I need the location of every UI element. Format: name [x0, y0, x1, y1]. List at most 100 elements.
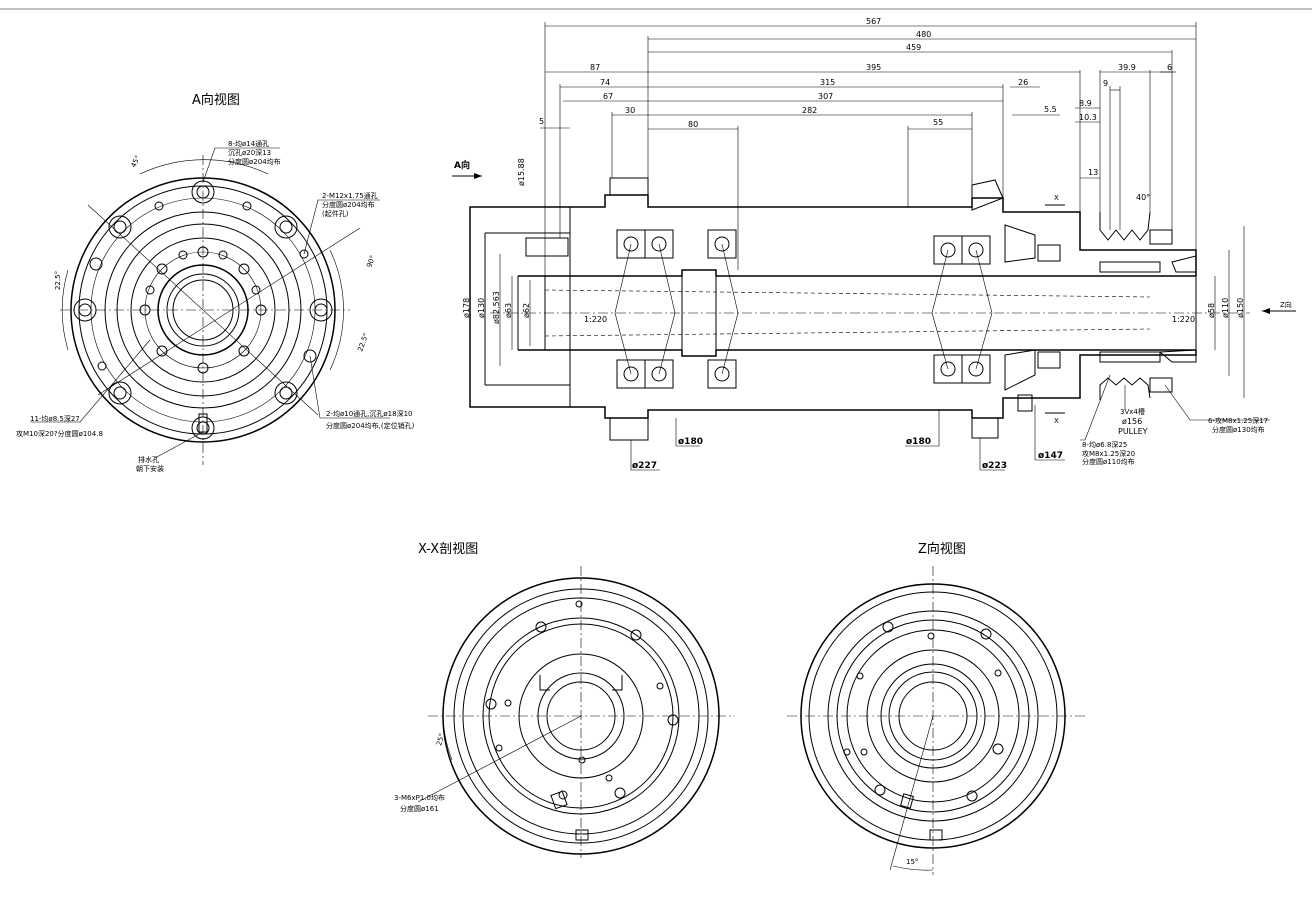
a-view-housing-ring: [104, 211, 302, 409]
note-8-holes-right-3: 分度圆ø110均布: [1082, 457, 1135, 466]
a-view-note-8-holes-1: 8-均ø14通孔: [228, 139, 269, 148]
z-ring-4: [836, 619, 1030, 813]
a-view-note-drain-2: 朝下安装: [136, 464, 164, 473]
rear-nut-bottom: [971, 417, 999, 439]
bottom-diameter-leaders: ø227 ø180 ø180 ø223 ø147: [630, 405, 1065, 471]
xx-key-1: [539, 675, 550, 691]
dia-62: ø62: [522, 303, 531, 318]
xx-bore-outer: [537, 672, 625, 760]
note-6-holes-1: 6-攻M8x1.25深17: [1208, 416, 1268, 425]
dim-395: 395: [866, 63, 881, 72]
a-view-diag-line-1: [87, 204, 319, 416]
a-view-leader-8-holes: [202, 147, 280, 183]
z-outer-ring: [800, 583, 1066, 849]
dia-110: ø110: [1221, 298, 1230, 318]
dim-39-9: 39.9: [1118, 63, 1136, 72]
dim-5-5: 5.5: [1044, 105, 1057, 114]
a-view-angle-90-label: 90°: [365, 254, 377, 268]
a-view-note-2-holes-1: 2-均ø10通孔,沉孔ø18深10: [326, 409, 413, 418]
a-view: A向视图: [16, 92, 415, 473]
dia-180-right: ø180: [906, 437, 931, 447]
rear-fitting-small: [1017, 394, 1033, 412]
z-ring-3: [827, 610, 1039, 822]
pulley-note-3: PULLEY: [1118, 427, 1148, 436]
a-view-note-8-holes-2: 沉孔ø20深13: [228, 148, 271, 157]
xx-angle-line: [417, 715, 582, 803]
flange-bolt: [525, 237, 569, 257]
taper-right: 1:220: [1172, 315, 1195, 324]
dim-6: 6: [1167, 63, 1172, 72]
a-view-angle-45-label: 45°: [130, 154, 143, 169]
a-view-note-tapped-3: (起件孔): [322, 209, 349, 218]
note-8-holes-right-2: 攻M8x1.25深20: [1082, 449, 1135, 458]
a-direction-label: A向: [454, 159, 470, 171]
a-view-note-11-holes-2: 攻M10深20?分度圆ø104.8: [16, 429, 103, 438]
xx-ring-2: [453, 588, 709, 844]
dim-10-3: 10.3: [1079, 113, 1097, 122]
rear-nut-top: [971, 179, 1004, 211]
top-dimension-values: 567 480 459 395 87 74 315 67 307 30 282 …: [517, 17, 1172, 202]
a-view-small-holes: [89, 201, 317, 371]
taper-bore-top: [544, 289, 1151, 298]
a-view-leader-tapped: [303, 199, 380, 255]
spindle-top-line: [518, 269, 1196, 277]
a-view-leader-drain: [154, 431, 204, 459]
a-direction-arrowhead: [474, 173, 482, 179]
a-view-nose-ring: [130, 237, 276, 383]
xx-section-view: X-X剖视图 25° 3-M6xP1.0均布 分度圆ø161: [394, 542, 735, 858]
z-bottom-notch: [929, 829, 943, 841]
leader-8-holes-right: [1080, 374, 1111, 441]
main-section-view: A向 Z向: [452, 17, 1296, 471]
xx-bore-inner: [546, 681, 616, 751]
dim-80: 80: [688, 120, 698, 129]
left-diameter-dims: ø178 ø130 ø82.563 ø63 ø62: [462, 207, 531, 407]
front-bolt-bottom: [609, 417, 649, 441]
note-6-holes-2: 分度圆ø130均布: [1212, 425, 1265, 434]
z-ring-5: [846, 629, 1020, 803]
xx-ring-5: [488, 623, 674, 809]
xx-ring-4: [482, 617, 680, 815]
z-tab: [900, 793, 914, 809]
dia-63: ø63: [504, 303, 513, 318]
a-view-leader-2-holes: [309, 355, 390, 419]
z-angle-line: [889, 715, 934, 871]
pulley: [1099, 211, 1197, 400]
section-x-label-top: X: [1054, 194, 1059, 202]
a-view-bolt-circle-inner: [144, 251, 262, 369]
a-view-flange-holes: [73, 180, 333, 440]
dia-227: ø227: [632, 461, 657, 471]
xx-ring-3: [462, 597, 700, 835]
xx-bottom-notch: [575, 829, 589, 841]
z-angle-arc: [892, 865, 934, 871]
rear-seal-top: [1004, 224, 1036, 263]
a-view-angle-arc-45: [139, 159, 269, 175]
xx-note-2: 分度圆ø161: [400, 804, 439, 813]
dim-315: 315: [820, 78, 835, 87]
a-view-angle-22-5-left-label: 22.5°: [54, 271, 62, 290]
rear-fitting-top: [1037, 244, 1061, 262]
a-view-spindle-bore: [166, 273, 240, 347]
dim-15-88: ø15.88: [517, 158, 526, 186]
a-view-spindle-nose: [157, 264, 249, 356]
dia-82-563: ø82.563: [492, 291, 501, 324]
dim-480: 480: [916, 30, 931, 39]
pulley-note-1: 3Vx4槽: [1120, 407, 1145, 416]
a-view-note-11-holes-1: 11-均ø8.5深27: [30, 414, 80, 423]
a-view-outer-flange: [70, 177, 336, 443]
leader-6-holes: [1164, 384, 1270, 421]
z-direction-label: Z向: [1280, 300, 1292, 309]
dia-147: ø147: [1038, 451, 1063, 461]
a-view-note-2-holes-2: 分度圆ø204均布,(定位销孔): [326, 421, 415, 430]
a-view-angle-arc-right: [329, 249, 344, 371]
z-ring-7: [880, 663, 986, 769]
a-view-leader-11-holes: [30, 339, 151, 423]
dia-180-left: ø180: [678, 437, 703, 447]
a-view-inner-holes: [139, 246, 267, 374]
z-holes: [843, 621, 1004, 802]
dia-130: ø130: [477, 298, 486, 318]
z-angle-15: 15°: [906, 858, 918, 866]
z-ring-6: [866, 649, 1000, 783]
top-dimension-lines: [540, 22, 1197, 276]
a-view-note-8-holes-3: 分度圆ø204均布: [228, 157, 281, 166]
xx-view-title: X-X剖视图: [418, 542, 478, 557]
